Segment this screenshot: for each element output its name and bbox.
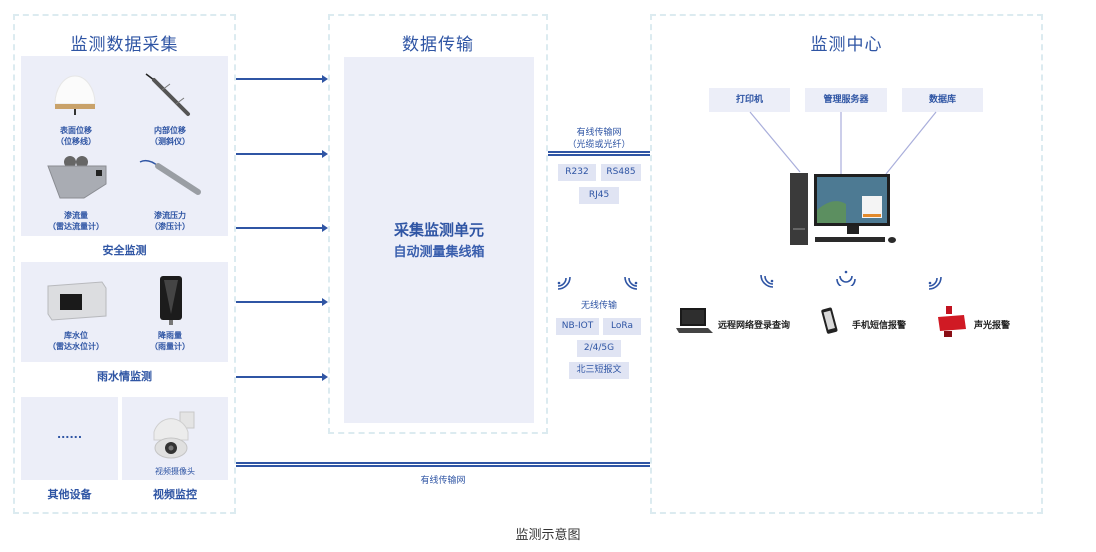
- ptz-camera-icon: [153, 411, 195, 459]
- monitoring-center-section: [650, 14, 1043, 514]
- device-rainfall: 降雨量 （雨量计）: [130, 330, 210, 352]
- device-name: 渗流量: [64, 211, 88, 220]
- wired-link-line: [548, 151, 650, 156]
- protocol-tag-rj45: RJ45: [579, 187, 619, 204]
- device-name: 表面位移: [60, 126, 92, 135]
- device-name: 渗流压力: [154, 211, 186, 220]
- wireless-signal-icon: [760, 274, 774, 288]
- device-sub: （渗压计）: [150, 222, 190, 231]
- device-sub: （雷达水位计）: [48, 342, 104, 351]
- device-seepage-flow: 渗流量 （雷达流量计）: [36, 210, 116, 232]
- node-management-server: 管理服务器: [805, 88, 887, 112]
- device-seepage-pressure: 渗流压力 （渗压计）: [130, 210, 210, 232]
- other-devices-ellipsis: ......: [56, 428, 83, 441]
- output-remote-query: 远程网络登录查询: [718, 321, 791, 331]
- device-sub: （雷达流量计）: [48, 222, 104, 231]
- siren-alarm-icon: [938, 306, 966, 337]
- radar-flowmeter-icon: [47, 156, 107, 199]
- safety-panel: [21, 56, 228, 236]
- transmission-section: [328, 14, 548, 434]
- protocol-tag-r232: R232: [558, 164, 596, 181]
- device-sub: （雨量计）: [150, 342, 190, 351]
- collection-unit-panel: [344, 57, 534, 423]
- device-name: 内部位移: [154, 126, 186, 135]
- rain-gauge-icon: [160, 276, 182, 325]
- collection-title: 监测数据采集: [70, 35, 179, 55]
- node-database: 数据库: [902, 88, 983, 112]
- device-name: 降雨量: [158, 331, 182, 340]
- bottom-wired-link-line: [236, 462, 650, 467]
- collection-section: [13, 14, 236, 514]
- collection-unit-title: 采集监测单元: [393, 221, 484, 239]
- other-devices-label: 其他设备: [47, 488, 92, 501]
- protocol-tag-5g: 2/4/5G: [577, 340, 621, 357]
- device-surface-displacement: 表面位移 （位移线）: [36, 125, 116, 147]
- wired-network-label: 有线传输网: [576, 128, 622, 138]
- arrow-to-transmission: [236, 298, 328, 306]
- device-sub: （测斜仪）: [150, 137, 190, 146]
- device-name: 库水位: [64, 331, 88, 340]
- device-internal-displacement: 内部位移 （测斜仪）: [130, 125, 210, 147]
- arrow-to-transmission: [236, 150, 328, 158]
- gnss-dome-icon: [54, 75, 96, 115]
- wireless-signal-icon: [928, 276, 942, 290]
- rain-monitoring-label: 雨水情监测: [97, 370, 152, 383]
- piezometer-icon: [139, 159, 201, 195]
- wireless-signal-icon: [624, 276, 638, 290]
- wireless-label: 无线传输: [580, 301, 617, 311]
- arrow-to-transmission: [236, 224, 328, 232]
- collection-unit-subtitle: 自动测量集线箱: [393, 245, 485, 260]
- safety-monitoring-label: 安全监测: [102, 244, 147, 257]
- transmission-title: 数据传输: [402, 35, 474, 55]
- mobile-phone-icon: [821, 307, 838, 334]
- video-camera-caption: 视频摄像头: [155, 467, 195, 476]
- other-devices-panel: [21, 397, 118, 480]
- device-reservoir-level: 库水位 （雷达水位计）: [36, 330, 116, 352]
- output-sound-light-alarm: 声光报警: [974, 321, 1011, 331]
- wireless-signal-icon: [557, 276, 571, 290]
- device-sub: （位移线）: [56, 137, 96, 146]
- output-sms-alarm: 手机短信报警: [852, 321, 907, 331]
- connector-printer: [749, 111, 801, 173]
- monitoring-center-title: 监测中心: [810, 35, 883, 55]
- protocol-tag-lora: LoRa: [603, 318, 641, 335]
- protocol-tag-rs485: RS485: [601, 164, 641, 181]
- arrow-to-transmission: [236, 75, 328, 83]
- laptop-icon: [676, 308, 713, 333]
- protocol-tag-beidou: 北三短报文: [569, 362, 629, 379]
- diagram-caption: 监测示意图: [515, 528, 581, 543]
- connector-database: [885, 111, 937, 175]
- inclinometer-icon: [145, 73, 190, 116]
- node-printer: 打印机: [709, 88, 790, 112]
- wired-network-sublabel: （光缆或光纤）: [567, 140, 631, 150]
- protocol-tag-nbiot: NB-IOT: [556, 318, 599, 335]
- bottom-wired-label: 有线传输网: [420, 476, 466, 486]
- video-monitoring-label: 视频监控: [153, 488, 197, 501]
- radar-water-level-icon: [47, 281, 107, 321]
- wireless-signal-icon: [836, 270, 856, 286]
- desktop-computer-icon: [790, 173, 896, 245]
- arrow-to-transmission: [236, 373, 328, 381]
- node-connector-lines: [749, 111, 937, 175]
